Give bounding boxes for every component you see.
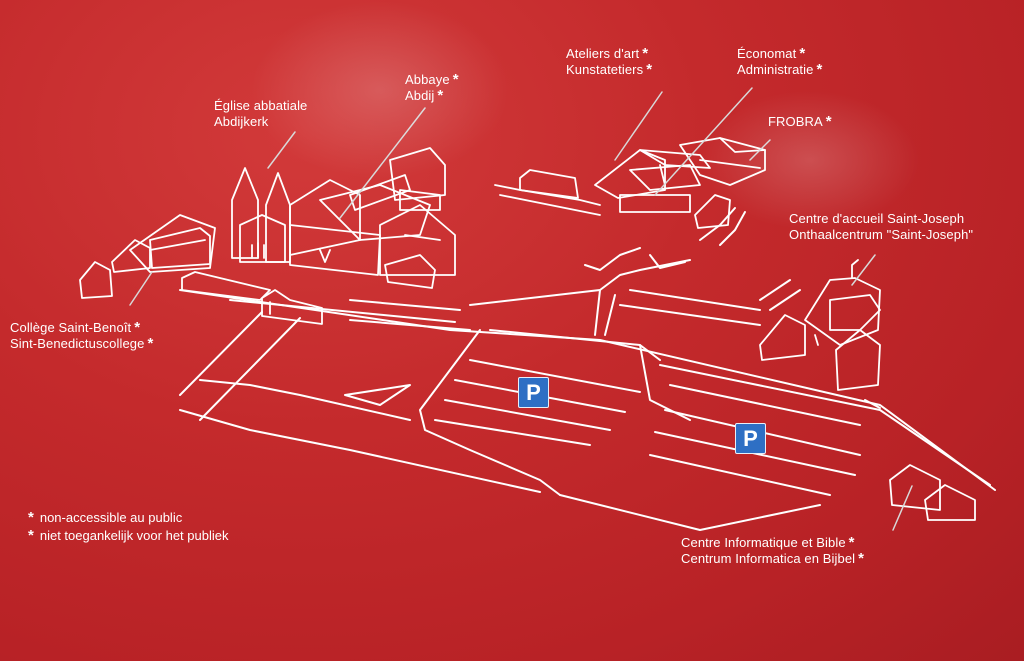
label-ateliers-art: Ateliers d'art* Kunstatetiers*: [566, 45, 653, 78]
restricted-star-icon: *: [816, 61, 823, 78]
label-centre-accueil: Centre d'accueil Saint-Joseph Onthaalcen…: [789, 211, 974, 242]
restricted-star-icon: *: [437, 87, 444, 104]
road-network: [179, 207, 996, 531]
leader-lines: [129, 87, 913, 531]
restricted-star-icon: *: [642, 45, 649, 62]
restricted-star-icon: *: [825, 113, 832, 130]
building-economat-frobra: [679, 137, 766, 229]
restricted-star-icon: *: [452, 71, 459, 88]
restricted-star-icon: *: [646, 61, 653, 78]
parking-sign-2: P: [735, 423, 766, 454]
restricted-star-icon: *: [28, 527, 34, 544]
label-economat: Économat* Administratie*: [737, 45, 823, 78]
label-frobra: FROBRA*: [768, 113, 832, 130]
restricted-star-icon: *: [858, 550, 865, 567]
building-ateliers: [494, 149, 711, 216]
legend: * non-accessible au public * niet toeganke…: [28, 509, 228, 545]
restricted-star-icon: *: [848, 534, 855, 551]
building-accueil-saint-joseph: [759, 259, 881, 391]
label-centre-informatique: Centre Informatique et Bible* Centrum In…: [681, 534, 865, 567]
parking-sign-1: P: [518, 377, 549, 408]
building-college-long: [181, 271, 323, 325]
label-eglise-abbatiale: Église abbatiale Abdijkerk: [214, 98, 308, 129]
restricted-star-icon: *: [134, 319, 141, 336]
restricted-star-icon: *: [799, 45, 806, 62]
label-abbaye: Abbaye* Abdij*: [405, 71, 459, 104]
restricted-star-icon: *: [28, 509, 34, 526]
legend-text-fr: non-accessible au public: [39, 510, 183, 525]
building-abbey-complex: [79, 147, 456, 299]
building-informatique-bible: [889, 464, 976, 521]
label-college-saint-benoit: Collège Saint-Benoît* Sint-Benedictuscol…: [10, 319, 154, 352]
restricted-star-icon: *: [147, 335, 154, 352]
legend-text-nl: niet toegankelijk voor het publiek: [39, 528, 229, 543]
